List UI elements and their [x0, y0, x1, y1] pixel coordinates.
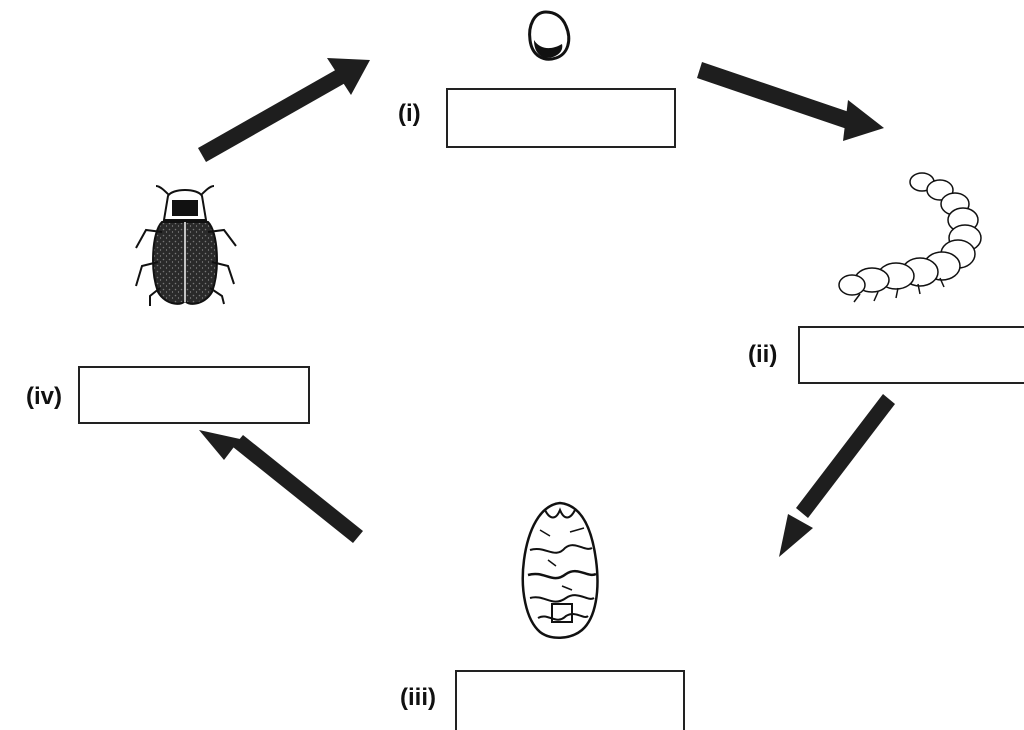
larva-icon	[839, 173, 981, 302]
answer-box-i[interactable]	[446, 88, 676, 148]
answer-box-iv[interactable]	[78, 366, 310, 424]
pupa-icon	[523, 503, 598, 638]
arrow-egg-to-larva	[697, 62, 884, 141]
answer-box-ii[interactable]	[798, 326, 1024, 384]
adult-beetle-icon	[136, 186, 236, 306]
arrow-larva-to-pupa	[779, 394, 895, 557]
stage-label-ii: (ii)	[748, 343, 777, 367]
arrow-adult-to-egg	[198, 58, 370, 162]
arrow-pupa-to-adult	[199, 430, 363, 543]
egg-icon	[530, 12, 569, 59]
stage-label-iv: (iv)	[26, 385, 62, 409]
stage-label-iii: (iii)	[400, 686, 436, 710]
answer-box-iii[interactable]	[455, 670, 685, 730]
stage-label-i: (i)	[398, 102, 421, 126]
